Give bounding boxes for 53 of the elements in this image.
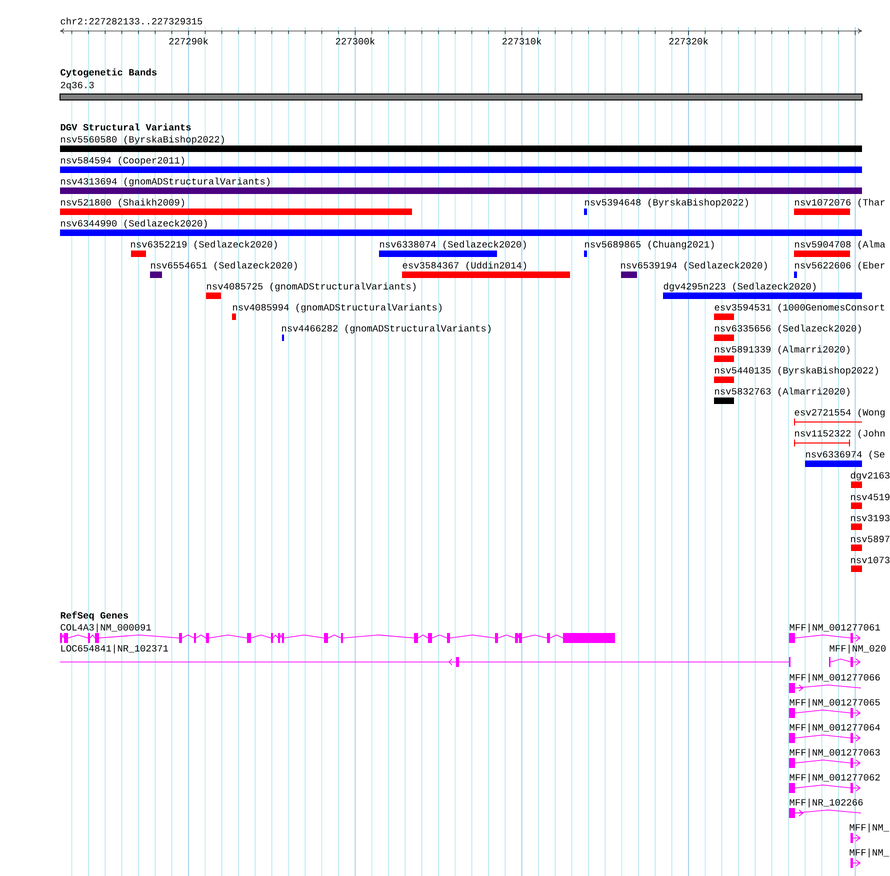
variant-label: dgv2163: [850, 472, 890, 480]
variant-label: nsv5832763 (Almarri2020): [715, 388, 850, 396]
variant-label: nsv5622606 (Eber: [795, 262, 885, 270]
variant-label: nsv521800 (Shaikh2009): [61, 198, 184, 208]
variant-label: nsv6336974 (Se: [806, 450, 884, 460]
gene-label: MFF|NM_001277064: [790, 724, 880, 732]
variant-label: nsv4085994 (gnomADStructuralVariants): [233, 304, 442, 312]
variant-label: esv2721554 (Wong: [794, 408, 885, 418]
track-title: DGV Structural Variants: [60, 124, 191, 130]
tick-label: 227290k: [169, 38, 208, 44]
tick-label: 227300k: [336, 38, 375, 44]
variant-label: dgv4295n223 (Sedlazeck2020): [664, 282, 816, 292]
variant-label: nsv6539194 (Sedlazeck2020): [621, 262, 767, 270]
variant-label: nsv5904708 (Alma: [795, 240, 886, 250]
gene-label: MFF|NM_: [850, 848, 890, 858]
track-title: RefSeq Genes: [60, 612, 128, 620]
variant-label: nsv5897: [851, 536, 890, 542]
variant-label: nsv3193: [851, 514, 890, 522]
variant-label: nsv5560580 (ByrskaBishop2022): [61, 136, 224, 144]
variant-label: esv3594531 (1000GenomesConsort: [714, 304, 884, 312]
tick-label: 227320k: [669, 38, 708, 44]
gene-label: MFF|NM_001277063: [790, 748, 880, 758]
variant-label: nsv1072076 (Thar: [795, 198, 885, 208]
gene-label: MFF|NM_020: [830, 644, 886, 654]
variant-label: nsv6335656 (Sedlazeck2020): [715, 324, 861, 334]
variant-label: nsv4466282 (gnomADStructuralVariants): [282, 324, 491, 334]
variant-label: esv3584367 (Uddin2014): [402, 262, 526, 270]
gene-label: MFF|NM_001277065: [790, 698, 880, 708]
gene-label: MFF|NR_102266: [790, 798, 863, 808]
gene-label: LOC654841|NR_102371: [61, 644, 168, 654]
gene-label: MFF|NM_001277062: [790, 774, 880, 782]
track-title: Cytogenetic Bands: [60, 68, 157, 78]
variant-label: nsv4519: [851, 494, 890, 500]
gene-label: MFF|NM_001277061: [790, 624, 880, 632]
gene-label: COL4A3|NM_000091: [60, 624, 151, 632]
variant-label: nsv6554651 (Sedlazeck2020): [151, 262, 297, 270]
variant-label: nsv584594 (Cooper2011): [61, 156, 184, 166]
variant-label: nsv6344990 (Sedlazeck2020): [61, 220, 207, 228]
variant-label: nsv6352219 (Sedlazeck2020): [131, 240, 277, 250]
variant-label: nsv1073: [851, 556, 890, 564]
band-label: 2q36.3: [60, 82, 94, 90]
gene-label: MFF|NM_: [850, 824, 890, 832]
variant-label: nsv4313694 (gnomADStructuralVariants): [61, 178, 270, 186]
tick-label: 227310k: [502, 38, 542, 44]
variant-label: nsv6338074 (Sedlazeck2020): [380, 240, 526, 250]
variant-label: nsv1152322 (John: [795, 430, 885, 438]
variant-label: nsv5891339 (Almarri2020): [715, 346, 850, 354]
variant-label: nsv5394648 (ByrskaBishop2022): [585, 198, 748, 208]
variant-label: nsv5689865 (Chuang2021): [585, 240, 714, 250]
variant-label: nsv5440135 (ByrskaBishop2022): [715, 366, 878, 376]
variant-label: nsv4085725 (gnomADStructuralVariants): [207, 282, 416, 292]
gene-label: MFF|NM_001277066: [790, 674, 880, 682]
position-label: chr2:227282133..227329315: [60, 18, 202, 24]
